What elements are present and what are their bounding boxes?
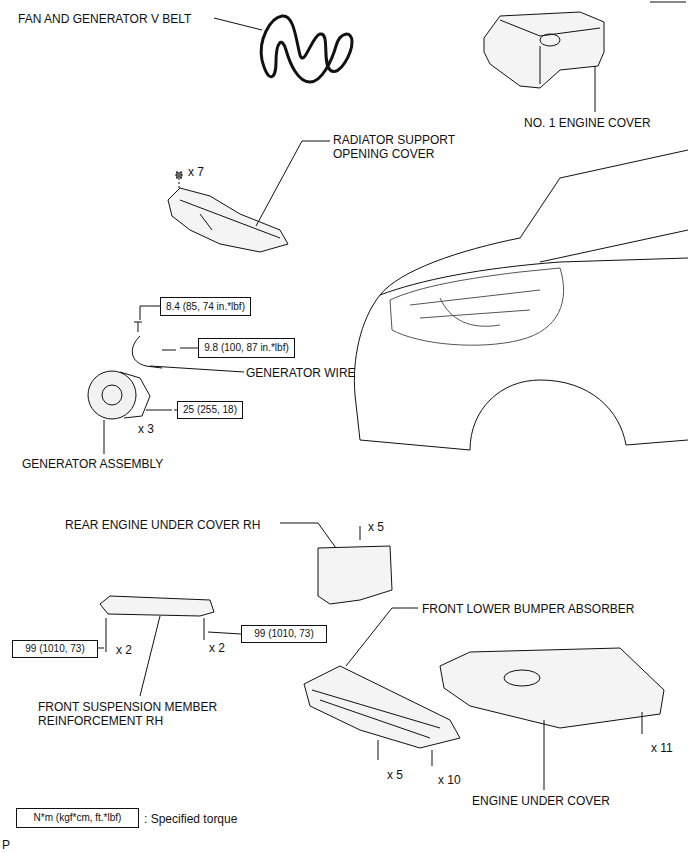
part-name: FRONT LOWER BUMPER ABSORBER bbox=[422, 602, 634, 616]
part-name: P bbox=[2, 838, 10, 852]
engine-cover-detail bbox=[500, 20, 600, 84]
torque-box: 9.8 (100, 87 in.*lbf) bbox=[198, 338, 295, 358]
leader bbox=[256, 141, 330, 226]
torque-box: 25 (255, 18) bbox=[177, 401, 243, 419]
v-belt bbox=[261, 16, 352, 82]
leader bbox=[280, 523, 360, 548]
torque-value: 9.8 (100, 87 in.*lbf) bbox=[201, 342, 292, 354]
quantity: x 2 bbox=[116, 643, 132, 657]
radiator-cover-detail bbox=[180, 200, 280, 238]
bumper-absorber-detail bbox=[312, 690, 440, 738]
car-outline bbox=[354, 150, 688, 450]
leader bbox=[140, 616, 160, 696]
torque-box: 99 (1010, 73) bbox=[12, 640, 98, 658]
quantity: x 3 bbox=[138, 422, 154, 436]
part-name: RADIATOR SUPPORT OPENING COVER bbox=[333, 133, 473, 161]
torque-value: N*m (kgf*cm, ft.*lbf) bbox=[31, 812, 125, 824]
quantity: x 10 bbox=[438, 773, 461, 787]
part-name: FRONT SUSPENSION MEMBER REINFORCEMENT RH bbox=[38, 700, 238, 728]
quantity: x 5 bbox=[368, 520, 384, 534]
part-name: FAN AND GENERATOR V BELT bbox=[18, 12, 191, 26]
part-name: : Specified torque bbox=[144, 812, 237, 826]
generator bbox=[88, 371, 136, 419]
torque-value: 99 (1010, 73) bbox=[22, 643, 88, 655]
reinforcement bbox=[100, 596, 214, 616]
generator-body bbox=[120, 372, 150, 418]
leader bbox=[595, 66, 596, 112]
quantity: x 7 bbox=[188, 165, 204, 179]
frame-mark bbox=[650, 2, 686, 3]
generator-pulley bbox=[102, 385, 122, 405]
quantity: x 2 bbox=[209, 641, 225, 655]
part-name: ENGINE UNDER COVER bbox=[472, 794, 610, 808]
rear-under-cover bbox=[318, 546, 392, 604]
generator-wire bbox=[132, 336, 162, 368]
leader bbox=[104, 306, 244, 454]
quantity: x 11 bbox=[651, 741, 673, 755]
engine-under-cover bbox=[440, 648, 664, 728]
torque-value: 8.4 (85, 74 in.*lbf) bbox=[163, 301, 248, 313]
part-name: GENERATOR WIRE bbox=[246, 366, 356, 380]
torque-box: 8.4 (85, 74 in.*lbf) bbox=[160, 297, 251, 316]
leader bbox=[544, 712, 642, 790]
torque-value: 99 (1010, 73) bbox=[251, 628, 317, 640]
bumper-absorber bbox=[304, 666, 460, 748]
leader bbox=[346, 608, 432, 766]
part-name: NO. 1 ENGINE COVER bbox=[524, 116, 651, 130]
torque-value: 25 (255, 18) bbox=[180, 404, 240, 416]
bolt bbox=[176, 172, 182, 188]
part-name: REAR ENGINE UNDER COVER RH bbox=[65, 518, 260, 532]
engine-bay bbox=[390, 268, 564, 345]
torque-box: 99 (1010, 73) bbox=[241, 625, 327, 643]
torque-box: N*m (kgf*cm, ft.*lbf) bbox=[16, 808, 139, 828]
under-cover-hole bbox=[504, 670, 540, 686]
radiator-cover bbox=[168, 188, 288, 252]
part-name: GENERATOR ASSEMBLY bbox=[22, 457, 163, 471]
leader bbox=[214, 18, 262, 30]
quantity: x 5 bbox=[387, 768, 403, 782]
engine-cover bbox=[484, 12, 604, 88]
